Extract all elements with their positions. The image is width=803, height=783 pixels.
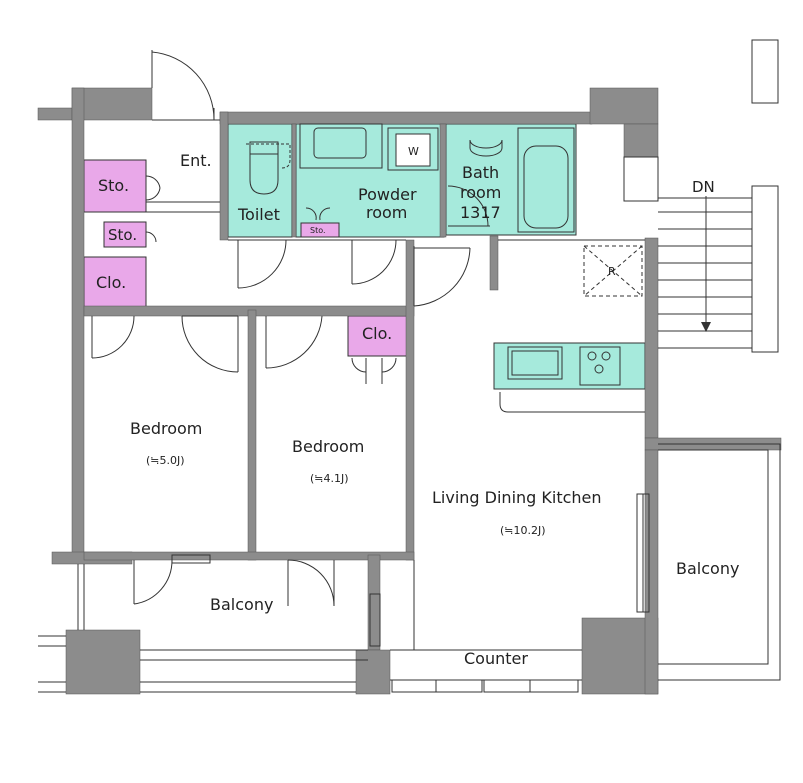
closet-2 (347, 315, 409, 357)
storage-1 (83, 159, 147, 213)
toilet-bowl (249, 153, 279, 195)
bedroom-2-size: (≒4.1J) (310, 472, 349, 485)
refrigerator-label: R (608, 265, 616, 278)
bathroom-label-1: Bath (462, 163, 499, 182)
storage-1-label: Sto. (98, 176, 129, 195)
toilet-area (227, 123, 293, 238)
washer-space (387, 127, 439, 171)
bath-basin-icon (469, 139, 503, 157)
stairs-down-arrow-icon (701, 322, 711, 332)
bathroom-label-3: 1317 (460, 203, 501, 222)
bathtub (517, 127, 575, 233)
thin-lines (38, 39, 781, 693)
entrance-label: Ent. (180, 151, 212, 170)
powder-room-label-2: room (366, 203, 407, 222)
kitchen-counter (493, 342, 646, 390)
bathroom-label-2: room (460, 183, 501, 202)
closet-1-label: Clo. (96, 273, 126, 292)
stairs (658, 185, 779, 353)
counter-label: Counter (464, 649, 528, 668)
washer-label: W (408, 145, 419, 158)
walls (37, 87, 782, 695)
balcony-east-label: Balcony (676, 559, 739, 578)
toilet-label: Toilet (237, 205, 280, 224)
ldk-label: Living Dining Kitchen (432, 488, 602, 507)
closet-2-label: Clo. (362, 324, 392, 343)
fixtures (246, 123, 643, 386)
storage-2-label: Sto. (108, 226, 137, 244)
bedroom-1-size: (≒5.0J) (146, 454, 185, 467)
powder-room-label-1: Powder (358, 185, 417, 204)
storage-2 (103, 221, 147, 248)
storage-small-label: Sto. (310, 226, 326, 235)
storage-small (300, 222, 340, 238)
refrigerator-space (583, 245, 643, 297)
stove (579, 346, 621, 386)
powder-sink-counter (299, 123, 383, 169)
bedroom-1-label: Bedroom (130, 419, 202, 438)
ldk-size: (≒10.2J) (500, 524, 546, 537)
powder-sink-basin (313, 127, 367, 159)
bedroom-2-label: Bedroom (292, 437, 364, 456)
door-swings (91, 51, 490, 607)
kitchen-sink (507, 346, 563, 380)
balcony-south-label: Balcony (210, 595, 273, 614)
stairs-dn-label: DN (692, 178, 715, 196)
